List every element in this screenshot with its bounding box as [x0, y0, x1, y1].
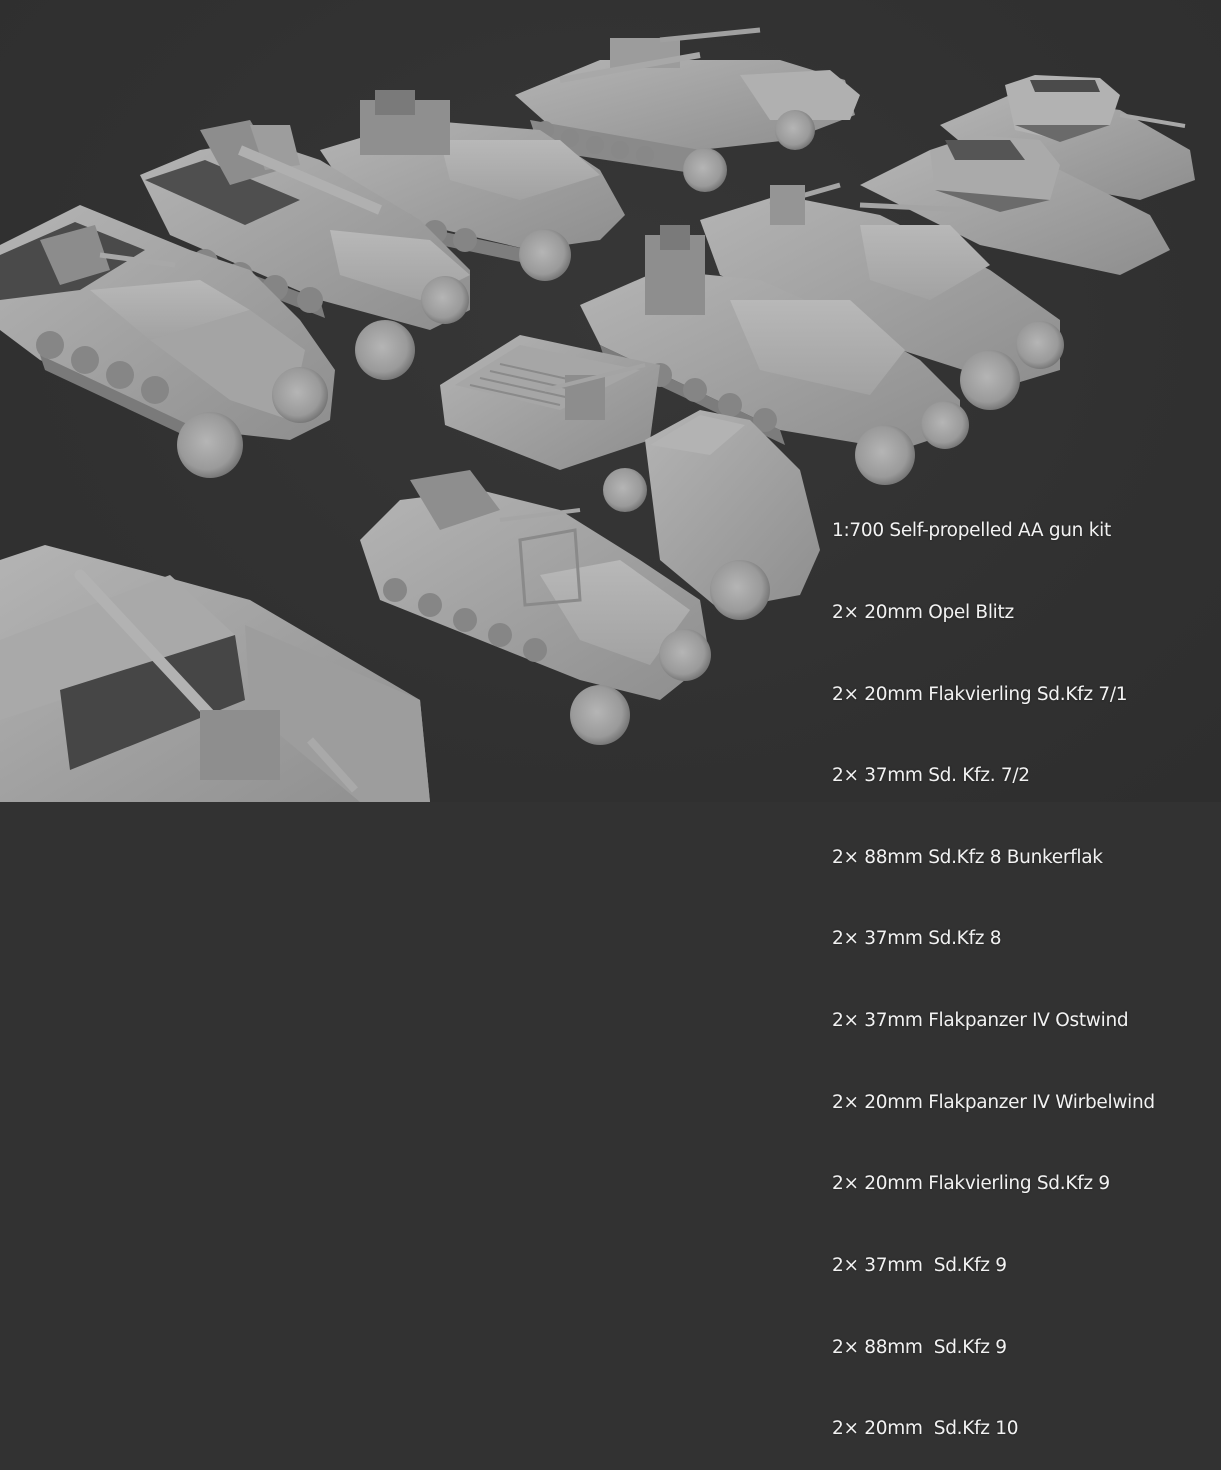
model-flakpanzer-wirbelwind [859, 135, 1170, 275]
kit-title: 1:700 Self-propelled AA gun kit [832, 520, 1111, 542]
kit-item: 2× 37mm Sd.Kfz 8 [832, 928, 1002, 950]
model-sdkfz9-88mm-foreground [0, 545, 430, 802]
kit-item: 2× 20mm Opel Blitz [832, 602, 1014, 624]
kit-item: 2× 20mm Flakvierling Sd.Kfz 7/1 [832, 683, 1128, 705]
model-sdkfz7-2 [515, 27, 860, 192]
vehicle-models-render [0, 27, 1195, 802]
kit-item: 2× 37mm Sd. Kfz. 7/2 [832, 765, 1030, 787]
model-sdkfz9-37mm [700, 182, 1064, 410]
kit-item: 2× 20mm Flakvierling Sd.Kfz 9 [832, 1173, 1110, 1195]
model-sdkfz8-37mm [0, 205, 335, 478]
kit-contents-caption: 1:700 Self-propelled AA gun kit 2× 20mm … [832, 463, 1155, 1470]
kit-item: 2× 88mm Sd.Kfz 9 [832, 1336, 1007, 1358]
kit-item: 2× 20mm Sd.Kfz 10 [832, 1418, 1019, 1440]
kit-item: 2× 37mm Flakpanzer IV Ostwind [832, 1010, 1129, 1032]
render-background [0, 0, 1221, 802]
kit-item: 2× 20mm Flakpanzer IV Wirbelwind [832, 1091, 1155, 1113]
model-opel-blitz [440, 335, 820, 620]
model-sdkfz10 [360, 470, 711, 745]
kit-item: 2× 88mm Sd.Kfz 8 Bunkerflak [832, 846, 1103, 868]
kit-item: 2× 37mm Sd.Kfz 9 [832, 1254, 1007, 1276]
